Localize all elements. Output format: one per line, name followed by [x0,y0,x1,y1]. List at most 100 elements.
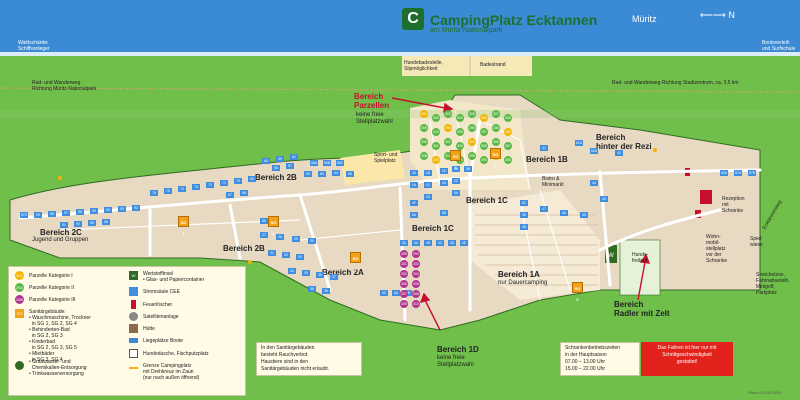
pitch-marker: 296 [468,124,476,132]
plot-marker: 5A [410,212,418,218]
plot-marker: 99 [34,212,42,218]
plot-marker: 37 [330,274,338,280]
pitch-marker: 304 [468,138,476,146]
plot-marker: 31 [268,250,276,256]
legend-grenze-icon [129,367,138,369]
pitch-marker: 303 [444,110,452,118]
legend-kat3-icon: 288 [15,295,24,304]
plot-marker: 52A [590,148,598,154]
shoreline [0,52,800,56]
plot-marker: 57B [748,170,756,176]
legend-hunde: Hundedusche, Fischputzplatz [143,351,209,357]
sanitary-building-icon: SG 2 [268,216,279,236]
label-spielwiese: Spiel- wiese [750,236,763,248]
plot-marker: 64 [332,170,340,176]
plot-marker: 92 [132,205,140,211]
plot-marker: 62 [304,171,312,177]
sanitary-building-icon: SG 1 [178,216,189,236]
plot-marker: 4D [448,240,456,246]
legend-hutte: Hütte [143,326,155,332]
pitch-marker: 296 [480,156,488,164]
plot-marker: 3C [400,240,408,246]
pitch-marker: 305 [468,110,476,118]
plot-marker: 6C [520,200,528,206]
legend-sat: Satellitenanlage [143,314,179,320]
plot-marker: 70 [234,178,242,184]
plot-marker: 53A [720,170,728,176]
sanitary-building-icon: SG 6 [572,282,583,302]
label-hundefreilauf: Hunde- freilauf [632,252,649,264]
plot-marker: 2B [452,166,460,172]
plot-marker: 4A [412,240,420,246]
area-1a-note: nur Dauercamping [498,280,548,286]
pitch-marker: 304 [412,270,420,278]
plot-marker: 4E [460,240,468,246]
area-1c-mid: Bereich 1C [412,224,454,233]
legend-feuer: Feuerlöscher [143,302,173,308]
plot-marker: 2C [452,178,460,184]
plot-marker: 88 [102,219,110,225]
pitch-marker: 308 [420,152,428,160]
camping-logo-icon: C [402,8,424,30]
area-hinter-rezi: Bereich hinter der Rezi [596,133,652,151]
plot-marker: 73 [192,184,200,190]
legend-boote: Liegeplätze Boote [143,338,184,344]
plot-marker: 1E [440,168,448,174]
plot-marker: 32 [282,252,290,258]
plot-marker: 66 [260,218,268,224]
pitch-marker: 301 [432,142,440,150]
area-1b: Bereich 1B [526,155,568,164]
pointer-arrows [391,97,651,331]
legend-sanitar: Sanitärgebäude: • Waschmaschine, Trockne… [29,309,91,363]
legend: 301 Parzelle Kategorie I 294 Parzelle Ka… [8,266,246,396]
legend-sat-icon [129,312,138,321]
plot-marker: 68 [240,190,248,196]
legend-kat2-icon: 294 [15,283,24,292]
plot-marker: 96 [76,209,84,215]
plot-marker: 49 [520,212,528,218]
pitch-marker: 305 [480,142,488,150]
footer-date: Stand: 01.03.2020 [748,390,781,395]
area-2c: Bereich 2C [40,228,82,237]
sanitary-building-icon: SG 5 [490,148,501,168]
area-2b-bottom: Bereich 2B [223,244,265,253]
plot-marker: 51A [575,140,583,146]
plot-marker: 1D [424,194,432,200]
label-streichelzoo: Streichelzoo, Fahrradverleih, Minigolf, … [756,272,790,296]
plot-marker: 57C [20,212,28,218]
plot-marker: 59 [276,156,284,162]
plot-marker: 33 [296,254,304,260]
pitch-marker: 307 [504,142,512,150]
sanitary-building-icon: SG 4 [450,150,461,170]
pitch-marker: 310 [444,152,452,160]
pitch-marker: 303 [456,142,464,150]
pitch-marker: 288 [492,124,500,132]
plot-marker: 46 [560,210,568,216]
label-waldschanke: Waldschänke Schiffsanleger [18,40,50,52]
label-bootsverleih: Bootsverleih und Surfschule [762,40,796,52]
plot-marker: 57 [286,163,294,169]
plot-marker: 91 [60,222,68,228]
plot-marker: 61 [290,154,298,160]
pitch-marker: 309 [420,124,428,132]
legend-sanitar-icon: SG [15,309,24,318]
legend-boote-icon [129,338,138,343]
label-rad-left: Rad- und Wanderweg Richtung Müritz-Natio… [32,80,97,92]
plot-marker: 30 [308,238,316,244]
pitch-marker: 294 [444,124,452,132]
area-parzellen-note: keine freie Stellplatzwahl [356,112,393,125]
plot-marker: 47 [540,206,548,212]
pitch-marker: 306 [412,280,420,288]
pitch-marker: 289 [504,128,512,136]
plot-marker: 27 [260,232,268,238]
pitch-marker: 309 [400,300,408,308]
plot-marker: 58 [272,165,280,171]
plot-marker: 1B [424,170,432,176]
pitch-marker: 306 [492,138,500,146]
plot-marker: 35 [302,270,310,276]
plot-marker: 6A [392,290,400,296]
plot-marker: 34 [288,268,296,274]
pitch-marker: 310 [412,300,420,308]
plot-marker: 3B [464,166,472,172]
